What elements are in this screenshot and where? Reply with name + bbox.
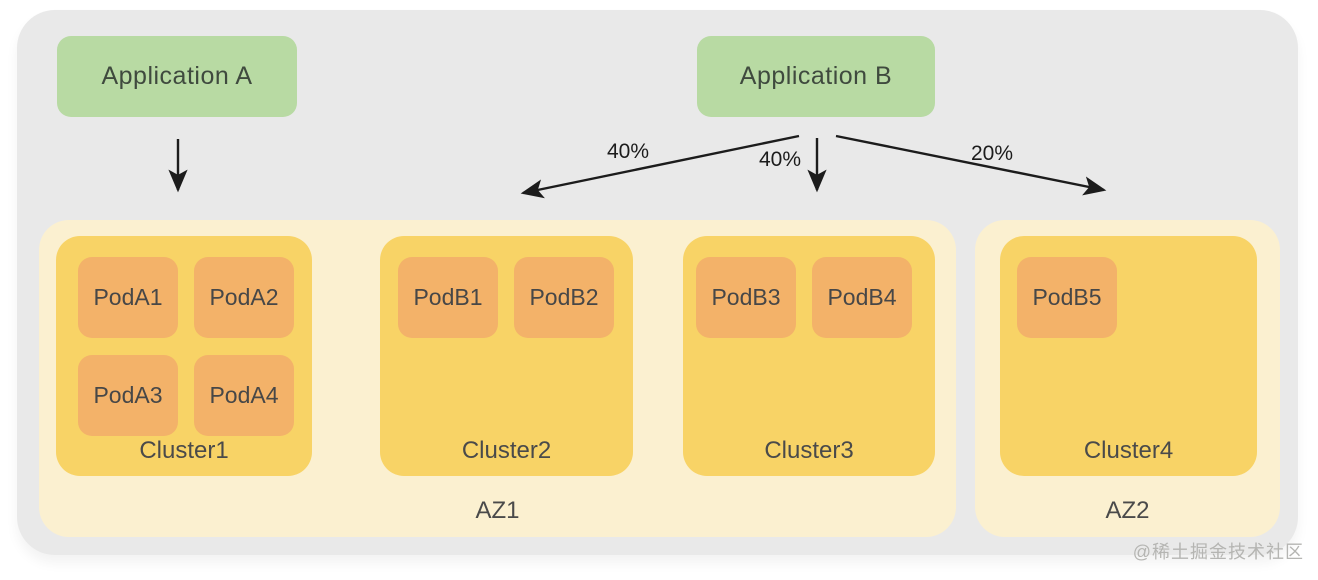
pod-b4: PodB4 (812, 257, 912, 338)
arrow-weight-label-cluster3: 40% (758, 148, 802, 171)
cluster3-node: PodB3 PodB4 Cluster3 (683, 236, 935, 476)
cluster2-node: PodB1 PodB2 Cluster2 (380, 236, 633, 476)
pod-b4-label: PodB4 (827, 284, 897, 310)
pod-b5-label: PodB5 (1032, 284, 1102, 310)
application-b-label: Application B (739, 62, 893, 90)
az2-zone: PodB5 Cluster4 AZ2 (975, 220, 1280, 537)
cluster4-label: Cluster4 (1083, 437, 1174, 464)
pod-a4-label: PodA4 (209, 382, 279, 408)
application-a-label: Application A (101, 62, 253, 90)
cluster4-pods: PodB5 (1000, 236, 1257, 338)
cluster4-node: PodB5 Cluster4 (1000, 236, 1257, 476)
cluster2-label: Cluster2 (461, 437, 552, 464)
az2-label: AZ2 (1105, 497, 1150, 524)
pod-b1: PodB1 (398, 257, 498, 338)
pod-b1-label: PodB1 (413, 284, 483, 310)
pod-b3: PodB3 (696, 257, 796, 338)
cluster3-pods: PodB3 PodB4 (683, 236, 935, 338)
pod-a2: PodA2 (194, 257, 294, 338)
pod-a1: PodA1 (78, 257, 178, 338)
application-b-node: Application B (697, 36, 935, 117)
pod-b2-label: PodB2 (529, 284, 599, 310)
pod-b5: PodB5 (1017, 257, 1117, 338)
cluster1-label: Cluster1 (139, 437, 229, 464)
cluster1-pods: PodA1 PodA2 PodA3 PodA4 (56, 236, 312, 436)
arrow-weight-label-cluster4: 20% (970, 142, 1014, 165)
pod-a3-label: PodA3 (93, 382, 163, 408)
watermark: @稀土掘金技术社区 (1132, 542, 1304, 562)
az1-label: AZ1 (475, 497, 520, 524)
cluster1-node: PodA1 PodA2 PodA3 PodA4 Cluster1 (56, 236, 312, 476)
pod-a2-label: PodA2 (209, 284, 279, 310)
application-a-node: Application A (57, 36, 297, 117)
pod-b3-label: PodB3 (711, 284, 781, 310)
pod-a4: PodA4 (194, 355, 294, 436)
arrow-weight-label-cluster2: 40% (606, 140, 650, 163)
cluster3-label: Cluster3 (764, 437, 854, 464)
az1-zone: PodA1 PodA2 PodA3 PodA4 Cluster1 PodB1 (39, 220, 956, 537)
cluster2-pods: PodB1 PodB2 (380, 236, 633, 338)
pod-a3: PodA3 (78, 355, 178, 436)
pod-a1-label: PodA1 (93, 284, 163, 310)
pod-b2: PodB2 (514, 257, 614, 338)
